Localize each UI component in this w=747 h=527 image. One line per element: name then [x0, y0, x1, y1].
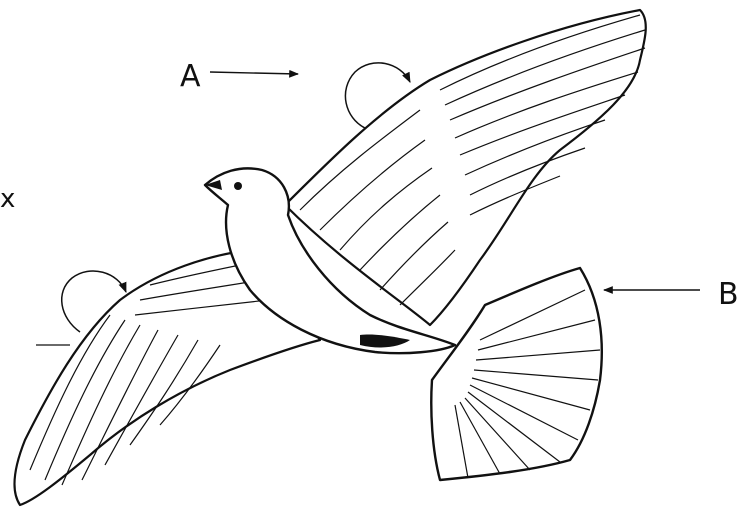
edge-label: x — [0, 186, 15, 212]
label-a: A — [180, 62, 201, 92]
label-b: B — [718, 280, 739, 310]
eye — [234, 182, 242, 190]
right-wing — [285, 10, 646, 325]
